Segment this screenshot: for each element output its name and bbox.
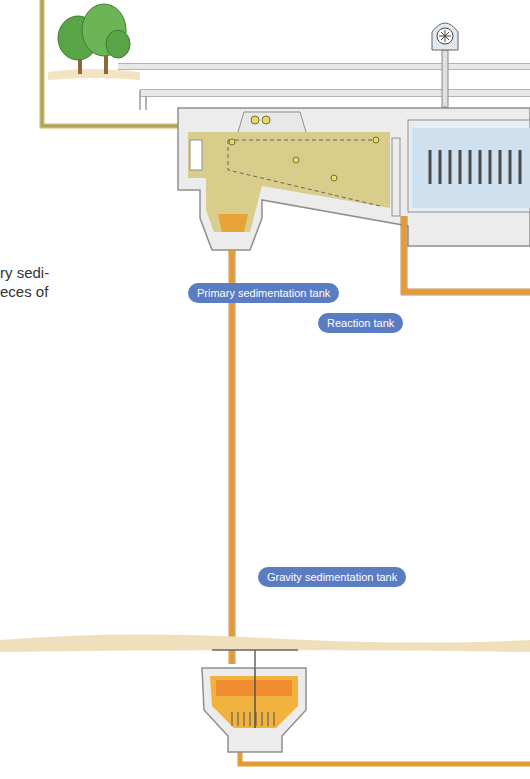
cut-text: eces of [0,283,48,301]
tank-name: Reaction tank [327,317,394,329]
blower [432,23,458,120]
tank-label-pill: Primary sedimentation tank [188,283,339,303]
cut-text: ry sedi- [0,264,49,282]
tank-name: Primary sedimentation tank [197,287,330,299]
tank-name: Gravity sedimentation tank [267,571,397,583]
gravity-tank [202,650,306,752]
tank-label-pill: Reaction tank [318,313,403,333]
tank-label-pill: Gravity sedimentation tank [258,567,406,587]
